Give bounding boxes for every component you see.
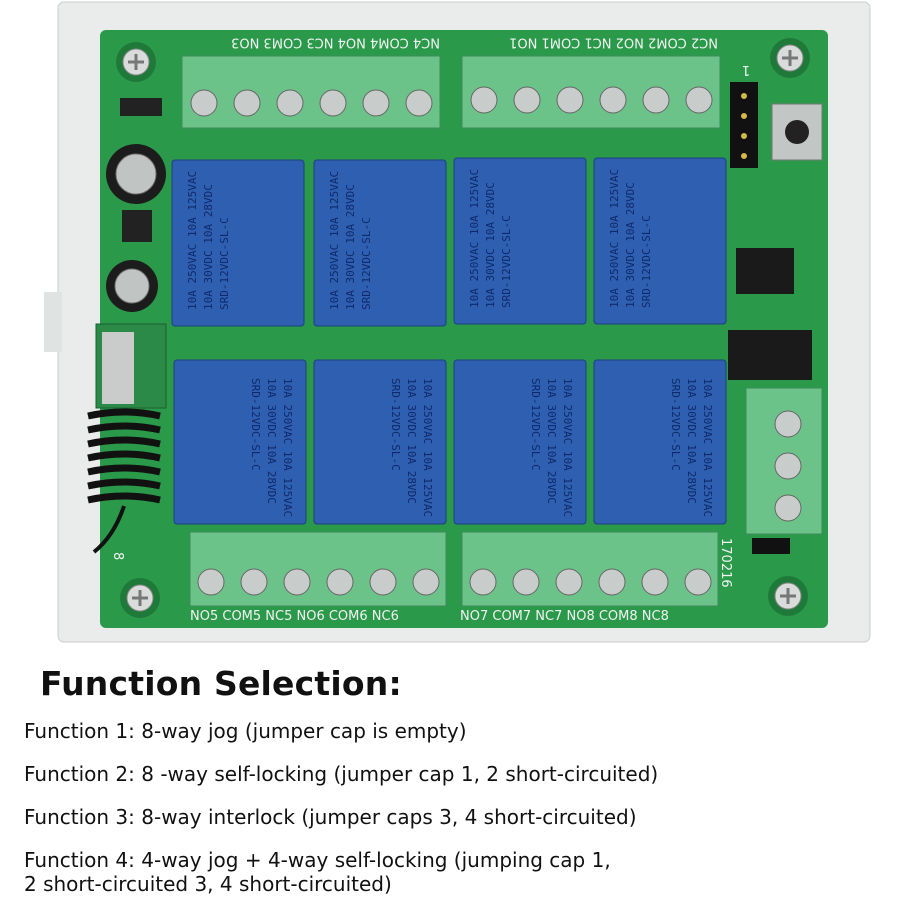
screw-icon — [768, 576, 808, 616]
bottom-left-terminal-labels: NO5 COM5 NC5 NO6 COM6 NC6 — [190, 609, 399, 624]
diode — [752, 538, 790, 554]
jumper-marker: 1 — [742, 62, 750, 77]
relay-board-photo: NC4 COM4 NO4 NC3 COM3 NO3 NC2 COM2 NO2 N… — [44, 1, 871, 643]
function-2-text: Function 2: 8 -way self-locking (jumper … — [24, 762, 659, 786]
svg-text:10A 30VDC 10A 28VDC: 10A 30VDC 10A 28VDC — [265, 378, 278, 504]
relay: 10A 250VAC 10A 125VAC 10A 30VDC 10A 28VD… — [171, 159, 305, 327]
svg-text:10A 250VAC 10A 125VAC: 10A 250VAC 10A 125VAC — [468, 169, 481, 308]
svg-text:10A 250VAC 10A 125VAC: 10A 250VAC 10A 125VAC — [421, 378, 434, 517]
relay: 10A 250VAC 10A 125VAC 10A 30VDC 10A 28VD… — [313, 359, 447, 525]
antenna-marker: 8 — [110, 552, 125, 560]
svg-text:SRD-12VDC-SL-C: SRD-12VDC-SL-C — [669, 378, 682, 471]
function-3-text: Function 3: 8-way interlock (jumper caps… — [24, 805, 637, 829]
top-left-terminal-labels: NC4 COM4 NO4 NC3 COM3 NO3 — [231, 35, 440, 50]
function-selection-heading: Function Selection: — [40, 664, 402, 703]
svg-text:10A 250VAC 10A 125VAC: 10A 250VAC 10A 125VAC — [328, 171, 341, 310]
svg-text:10A 250VAC 10A 125VAC: 10A 250VAC 10A 125VAC — [186, 171, 199, 310]
svg-text:SRD-12VDC-SL-C: SRD-12VDC-SL-C — [640, 215, 653, 308]
screw-icons — [116, 38, 810, 618]
smd-part — [120, 98, 162, 116]
relay: 10A 250VAC 10A 125VAC 10A 30VDC 10A 28VD… — [173, 359, 307, 525]
function-1-text: Function 1: 8-way jog (jumper cap is emp… — [24, 719, 467, 743]
svg-text:10A 30VDC 10A 28VDC: 10A 30VDC 10A 28VDC — [484, 182, 497, 308]
top-terminal-blocks — [181, 55, 721, 129]
capacitor-icons — [106, 144, 166, 312]
bottom-right-terminal-labels: NO7 COM7 NC7 NO8 COM8 NC8 — [460, 609, 669, 624]
svg-text:10A 30VDC 10A 28VDC: 10A 30VDC 10A 28VDC — [405, 378, 418, 504]
jumper-header — [730, 82, 758, 168]
svg-text:SRD-12VDC-SL-C: SRD-12VDC-SL-C — [389, 378, 402, 471]
enclosure-side-tab — [44, 292, 62, 352]
svg-text:SRD-12VDC-SL-C: SRD-12VDC-SL-C — [249, 378, 262, 471]
svg-text:10A 30VDC 10A 28VDC: 10A 30VDC 10A 28VDC — [344, 184, 357, 310]
svg-text:10A 250VAC 10A 125VAC: 10A 250VAC 10A 125VAC — [608, 169, 621, 308]
svg-text:10A 30VDC 10A 28VDC: 10A 30VDC 10A 28VDC — [685, 378, 698, 504]
screw-icon — [120, 578, 160, 618]
transistor — [122, 210, 152, 242]
relay-row-bottom: 10A 250VAC 10A 125VAC 10A 30VDC 10A 28VD… — [173, 359, 727, 525]
relay: 10A 250VAC 10A 125VAC 10A 30VDC 10A 28VD… — [313, 159, 447, 327]
screw-icon — [770, 38, 810, 78]
relay: 10A 250VAC 10A 125VAC 10A 30VDC 10A 28VD… — [453, 157, 587, 325]
svg-text:SRD-12VDC-SL-C: SRD-12VDC-SL-C — [218, 217, 231, 310]
svg-text:SRD-12VDC-SL-C: SRD-12VDC-SL-C — [360, 217, 373, 310]
board-code: 170216 — [718, 538, 733, 588]
relay: 10A 250VAC 10A 125VAC 10A 30VDC 10A 28VD… — [593, 157, 727, 325]
top-right-terminal-labels: NC2 COM2 NO2 NC1 COM1 NO1 — [509, 35, 718, 50]
svg-text:10A 30VDC 10A 28VDC: 10A 30VDC 10A 28VDC — [202, 184, 215, 310]
function-4-text: Function 4: 4-way jog + 4-way self-locki… — [24, 848, 611, 896]
antenna-module — [95, 323, 167, 409]
spring-antenna-icon — [87, 408, 161, 554]
relay-row-top: 10A 250VAC 10A 125VAC 10A 30VDC 10A 28VD… — [171, 157, 727, 327]
svg-text:10A 250VAC 10A 125VAC: 10A 250VAC 10A 125VAC — [561, 378, 574, 517]
ic-chip — [736, 248, 794, 294]
power-terminal — [745, 387, 823, 535]
bottom-terminal-blocks — [189, 531, 719, 607]
ic-chip — [728, 330, 812, 380]
screw-icon — [116, 42, 156, 82]
svg-text:10A 250VAC 10A 125VAC: 10A 250VAC 10A 125VAC — [281, 378, 294, 517]
relay: 10A 250VAC 10A 125VAC 10A 30VDC 10A 28VD… — [593, 359, 727, 525]
svg-text:10A 30VDC 10A 28VDC: 10A 30VDC 10A 28VDC — [545, 378, 558, 504]
push-button-icon — [771, 103, 823, 161]
svg-text:10A 250VAC 10A 125VAC: 10A 250VAC 10A 125VAC — [701, 378, 714, 517]
svg-text:10A 30VDC 10A 28VDC: 10A 30VDC 10A 28VDC — [624, 182, 637, 308]
svg-text:SRD-12VDC-SL-C: SRD-12VDC-SL-C — [529, 378, 542, 471]
svg-text:SRD-12VDC-SL-C: SRD-12VDC-SL-C — [500, 215, 513, 308]
relay: 10A 250VAC 10A 125VAC 10A 30VDC 10A 28VD… — [453, 359, 587, 525]
